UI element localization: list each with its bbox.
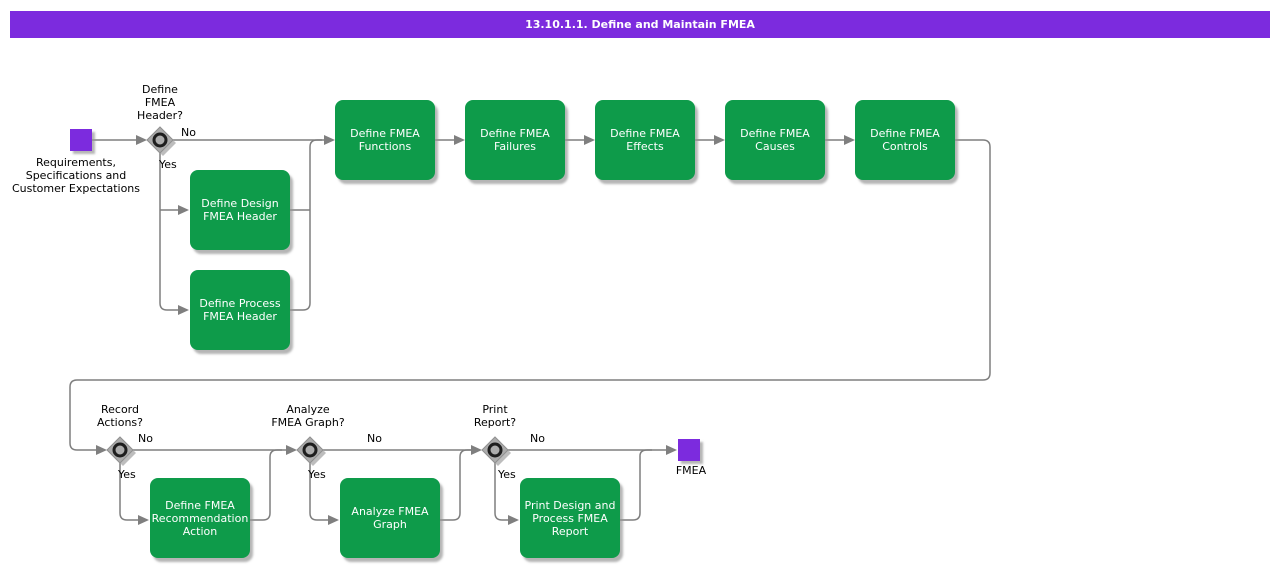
branch-label-no-3: No	[530, 432, 545, 445]
activity-define-fmea-effects[interactable]: Define FMEA Effects	[595, 100, 695, 180]
activity-print-design-and-process-fmea-report[interactable]: Print Design and Process FMEA Report	[520, 478, 620, 558]
flow-connectors	[69, 139, 991, 521]
start-node-label: Requirements, Specifications and Custome…	[11, 156, 141, 195]
decision-label-define-fmea-header: Define FMEA Header?	[137, 83, 183, 122]
decision-label-analyze-fmea-graph: Analyze FMEA Graph?	[271, 403, 345, 429]
activity-define-fmea-recommendation-action[interactable]: Define FMEA Recommendation Action	[150, 478, 250, 558]
activity-define-design-fmea-header[interactable]: Define Design FMEA Header	[190, 170, 290, 250]
activity-define-process-fmea-header[interactable]: Define Process FMEA Header	[190, 270, 290, 350]
decision-label-record-actions: Record Actions?	[96, 403, 144, 429]
activity-define-fmea-failures[interactable]: Define FMEA Failures	[465, 100, 565, 180]
branch-label-no-1: No	[138, 432, 153, 445]
branch-label-yes-3: Yes	[498, 468, 516, 481]
diagram-title-bar: 13.10.1.1. Define and Maintain FMEA	[10, 11, 1270, 38]
activity-analyze-fmea-graph[interactable]: Analyze FMEA Graph	[340, 478, 440, 558]
decision-record-actions-diamond	[106, 436, 136, 466]
branch-label-yes-1: Yes	[118, 468, 136, 481]
end-node-label: FMEA	[675, 464, 707, 477]
branch-label-yes-2: Yes	[308, 468, 326, 481]
branch-label-no-0: No	[181, 126, 196, 139]
activity-define-fmea-causes[interactable]: Define FMEA Causes	[725, 100, 825, 180]
activity-define-fmea-functions[interactable]: Define FMEA Functions	[335, 100, 435, 180]
decision-print-report-diamond	[481, 436, 511, 466]
branch-label-yes-0: Yes	[159, 158, 177, 171]
flow-arrowheads	[96, 135, 855, 525]
start-node	[70, 129, 92, 151]
activity-define-fmea-controls[interactable]: Define FMEA Controls	[855, 100, 955, 180]
branch-label-no-2: No	[367, 432, 382, 445]
decision-define-fmea-header-diamond	[146, 126, 176, 156]
decision-label-print-report: Print Report?	[473, 403, 517, 429]
decision-analyze-fmea-graph-diamond	[296, 436, 326, 466]
diagram-title: 13.10.1.1. Define and Maintain FMEA	[525, 18, 755, 31]
end-node	[678, 439, 700, 461]
